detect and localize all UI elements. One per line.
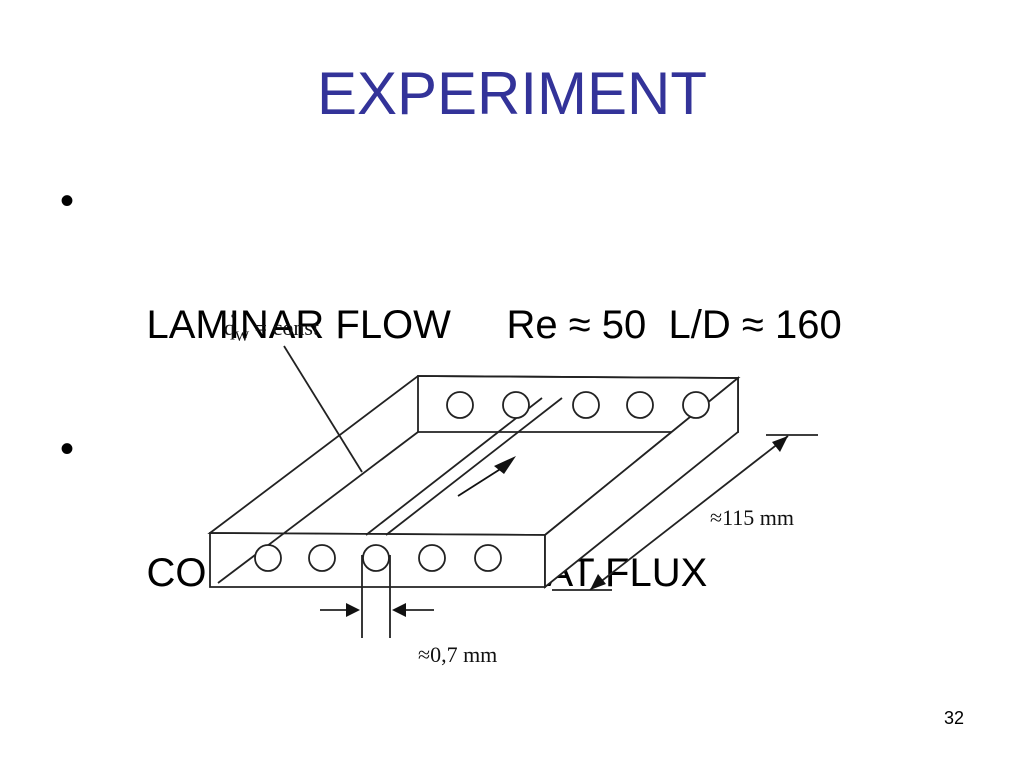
slide-title: EXPERIMENT: [316, 60, 708, 127]
bullet-text: LAMINAR FLOW Re ≈ 50 L/D ≈ 160: [146, 303, 842, 347]
diameter-label: ≈0,7 mm: [418, 642, 497, 667]
length-label: ≈115 mm: [710, 505, 794, 530]
heat-flux-subscript: W: [235, 329, 250, 345]
channel-line: [385, 397, 563, 536]
back-channels: [446, 391, 710, 419]
channel-plate-diagram: qW = const ≈115 mm ≈0,7 mm: [207, 314, 818, 667]
channel-opening: [254, 544, 282, 572]
channel-opening: [682, 391, 710, 419]
bullet-laminar-flow: • LAMINAR FLOW Re ≈ 50 L/D ≈ 160: [56, 170, 842, 418]
heat-flux-label: qW = const: [224, 315, 319, 345]
heat-flux-leader: [283, 345, 363, 473]
dimension-line: [589, 435, 789, 591]
channel-opening: [474, 544, 502, 572]
channel-opening: [572, 391, 600, 419]
channel-opening: [418, 544, 446, 572]
dimension-arrow-head: [590, 574, 606, 590]
plate-right-face: [544, 376, 739, 589]
channel-opening: [626, 391, 654, 419]
heat-flux-symbol: q: [224, 315, 235, 340]
bullet-dot-icon: •: [60, 179, 75, 223]
dimension-arrow-head: [772, 436, 788, 452]
channel-opening: [308, 544, 336, 572]
channel-opening: [362, 544, 390, 572]
dimension-arrow-head: [346, 603, 360, 617]
dimension-arrow-head: [392, 603, 406, 617]
channel-opening: [502, 391, 530, 419]
leader-line: [217, 431, 419, 584]
heat-flux-dot-icon: [231, 314, 235, 318]
flow-arrow-shaft: [457, 467, 503, 497]
heat-flux-equals: = const: [249, 315, 319, 340]
channel-opening: [446, 391, 474, 419]
channel-line: [365, 397, 543, 536]
bullet-dot-icon: •: [60, 427, 75, 471]
front-channels: [254, 544, 502, 572]
page-number: 32: [943, 708, 964, 728]
